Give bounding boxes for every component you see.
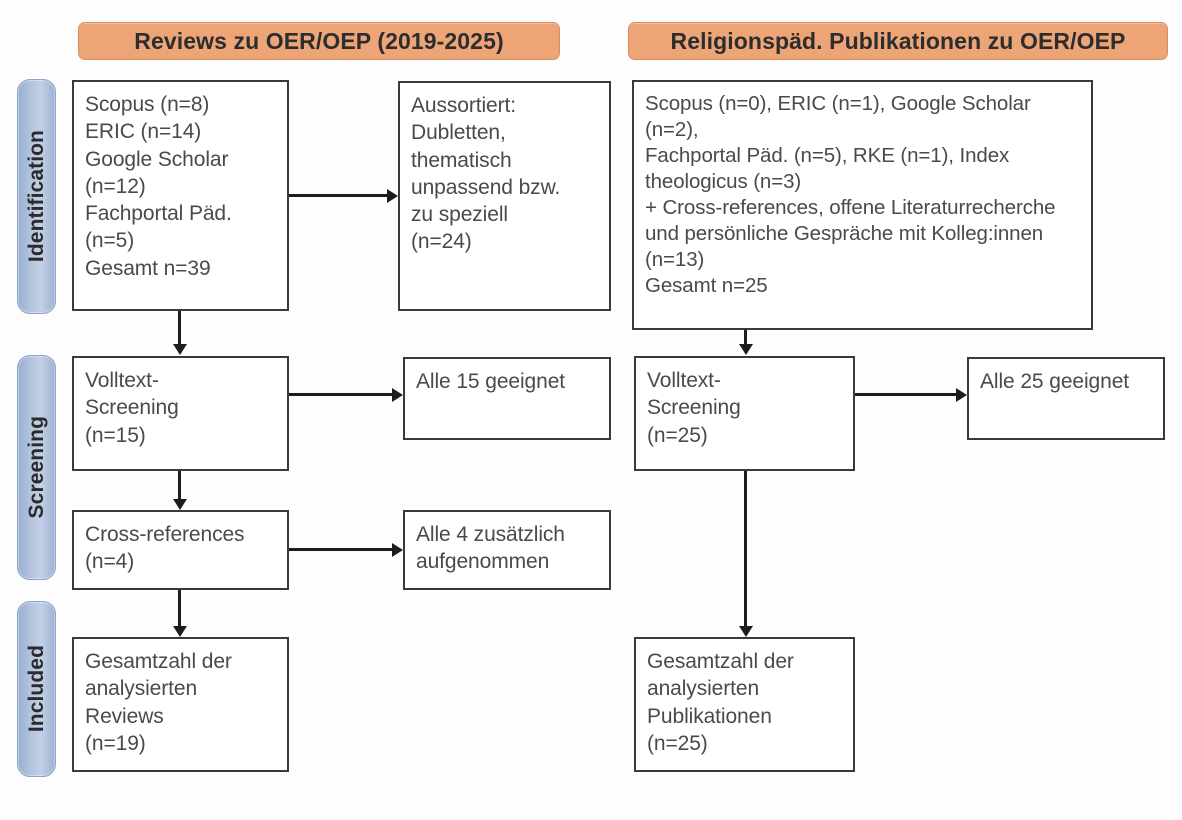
left-excluded-box: Aussortiert: Dubletten, thematisch unpas… — [398, 81, 611, 311]
left-sources-box: Scopus (n=8) ERIC (n=14) Google Scholar … — [72, 80, 289, 311]
connector-right-sources-to-fulltext — [744, 330, 747, 344]
left-fulltext-result-box-text: Alle 15 geeignet — [416, 370, 566, 393]
right-fulltext-result-box-text: Alle 25 geeignet — [980, 370, 1130, 393]
connector-right-fulltext-to-included — [744, 471, 747, 626]
right-included-box-text: Gesamtzahl der analysierten Publikatione… — [647, 650, 794, 755]
right-fulltext-screening-box-text: Volltext- Screening (n=25) — [647, 369, 741, 447]
arrowhead-left-sources-to-fulltext — [172, 344, 187, 355]
connector-left-sources-to-excluded — [289, 194, 387, 197]
left-excluded-box-text: Aussortiert: Dubletten, thematisch unpas… — [411, 94, 561, 254]
left-crossreferences-result-box: Alle 4 zusätzlich aufgenommen — [403, 510, 611, 590]
left-included-box: Gesamtzahl der analysierten Reviews (n=1… — [72, 637, 289, 772]
left-fulltext-screening-box-text: Volltext- Screening (n=15) — [85, 369, 179, 447]
column-header-publications-text: Religionspäd. Publikationen zu OER/OEP — [670, 27, 1126, 54]
phase-label-included-text: Included — [24, 645, 48, 733]
arrowhead-left-fulltext-to-crossref — [172, 499, 187, 510]
left-sources-box-text: Scopus (n=8) ERIC (n=14) Google Scholar … — [85, 93, 232, 280]
right-sources-box: Scopus (n=0), ERIC (n=1), Google Scholar… — [632, 80, 1093, 330]
right-sources-box-text: Scopus (n=0), ERIC (n=1), Google Scholar… — [645, 92, 1056, 298]
left-crossreferences-box-text: Cross-references (n=4) — [85, 523, 245, 574]
arrowhead-right-fulltext-to-included — [738, 626, 753, 637]
connector-left-crossref-to-result — [289, 548, 392, 551]
column-header-reviews-text: Reviews zu OER/OEP (2019-2025) — [134, 27, 504, 54]
column-header-publications: Religionspäd. Publikationen zu OER/OEP — [628, 22, 1168, 60]
left-crossreferences-box: Cross-references (n=4) — [72, 510, 289, 590]
connector-left-crossref-to-included — [178, 590, 181, 626]
connector-left-fulltext-to-result — [289, 393, 392, 396]
connector-right-fulltext-to-result — [855, 393, 956, 396]
column-header-reviews: Reviews zu OER/OEP (2019-2025) — [78, 22, 560, 60]
right-fulltext-screening-box: Volltext- Screening (n=25) — [634, 356, 855, 471]
left-included-box-text: Gesamtzahl der analysierten Reviews (n=1… — [85, 650, 232, 755]
left-crossreferences-result-box-text: Alle 4 zusätzlich aufgenommen — [416, 523, 565, 574]
connector-left-sources-to-fulltext — [178, 311, 181, 344]
arrowhead-left-sources-to-excluded — [387, 188, 398, 203]
left-fulltext-result-box: Alle 15 geeignet — [403, 357, 611, 440]
arrowhead-right-fulltext-to-result — [956, 387, 967, 402]
phase-label-identification-text: Identification — [24, 130, 48, 263]
phase-label-screening: Screening — [17, 355, 56, 580]
connector-left-fulltext-to-crossref — [178, 471, 181, 499]
arrowhead-right-sources-to-fulltext — [738, 344, 753, 355]
right-fulltext-result-box: Alle 25 geeignet — [967, 357, 1165, 440]
left-fulltext-screening-box: Volltext- Screening (n=15) — [72, 356, 289, 471]
phase-label-screening-text: Screening — [24, 416, 48, 519]
phase-label-identification: Identification — [17, 79, 56, 314]
right-included-box: Gesamtzahl der analysierten Publikatione… — [634, 637, 855, 772]
arrowhead-left-fulltext-to-result — [392, 387, 403, 402]
arrowhead-left-crossref-to-included — [172, 626, 187, 637]
arrowhead-left-crossref-to-result — [392, 542, 403, 557]
phase-label-included: Included — [17, 601, 56, 777]
